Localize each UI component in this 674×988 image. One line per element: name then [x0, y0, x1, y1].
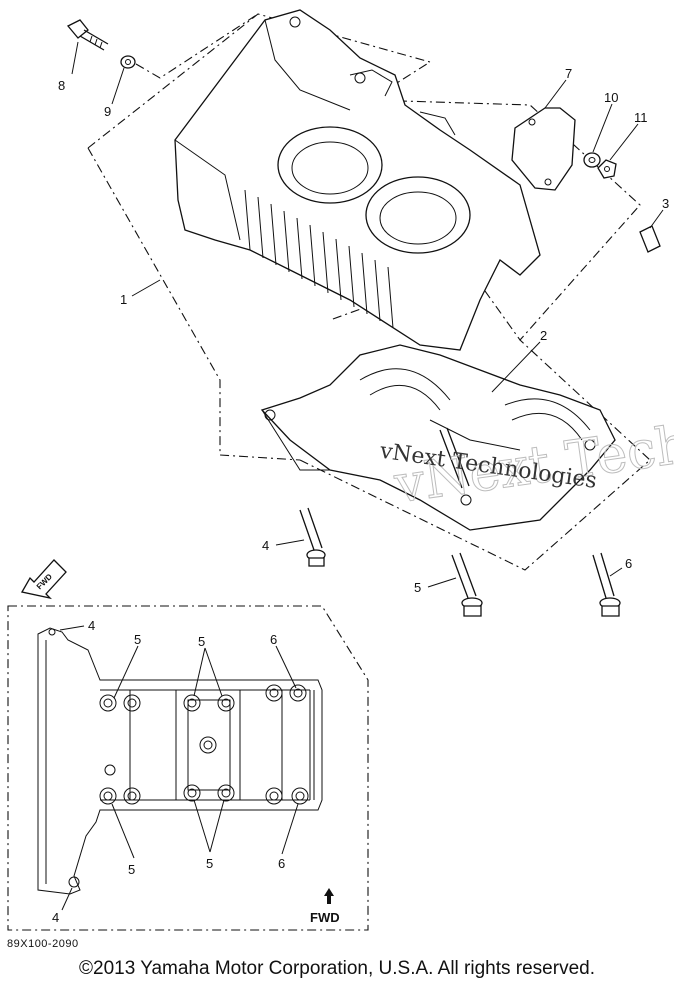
part-number: 89X100-2090: [7, 938, 79, 950]
inset-label-5-mid-bottom: 5: [206, 856, 213, 871]
callout-4: 4: [262, 538, 269, 553]
lower-crankcase: [260, 339, 651, 571]
fwd-arrow-icon: FWD: [20, 559, 67, 600]
upper-crankcase: [87, 9, 641, 461]
callout-5: 5: [414, 580, 421, 595]
callout-2: 2: [540, 328, 547, 343]
nut-9: [120, 13, 259, 79]
inset-bolt-holes: [48, 628, 309, 888]
inset-label-4-top: 4: [88, 618, 95, 633]
inset-label-5-left-bottom: 5: [128, 862, 135, 877]
nut-11: [597, 159, 617, 179]
callout-7: 7: [565, 66, 572, 81]
inset-label-5-left-top: 5: [134, 632, 141, 647]
bolt-6: [592, 552, 621, 617]
callout-1: 1: [120, 292, 127, 307]
callout-11: 11: [634, 110, 648, 125]
inset-label-6-top: 6: [270, 632, 277, 647]
inset-label-4-bottom: 4: [52, 910, 59, 925]
callout-6: 6: [625, 556, 632, 571]
inset-label-5-mid-top: 5: [198, 634, 205, 649]
callout-8: 8: [58, 78, 65, 93]
callout-9: 9: [104, 104, 111, 119]
inset-bottom-view: 4 5 5 6 5 5 6 4 FWD: [7, 605, 369, 931]
copyright-footer: ©2013 Yamaha Motor Corporation, U.S.A. A…: [79, 958, 595, 979]
bolt-5: [451, 552, 483, 617]
cover-plate-7: [511, 107, 576, 191]
bolt-4: [299, 507, 326, 567]
inset-fwd-arrow-icon: [324, 888, 334, 904]
inset-label-6-bottom: 6: [278, 856, 285, 871]
callout-3: 3: [662, 196, 669, 211]
dowel-pin-3: [639, 225, 661, 253]
callout-10: 10: [604, 90, 618, 105]
inset-fwd-label: FWD: [310, 910, 340, 925]
leader-lines: [71, 41, 664, 588]
bolt-8: [66, 19, 109, 51]
stud-2: [439, 427, 470, 489]
washer-10: [583, 152, 601, 168]
